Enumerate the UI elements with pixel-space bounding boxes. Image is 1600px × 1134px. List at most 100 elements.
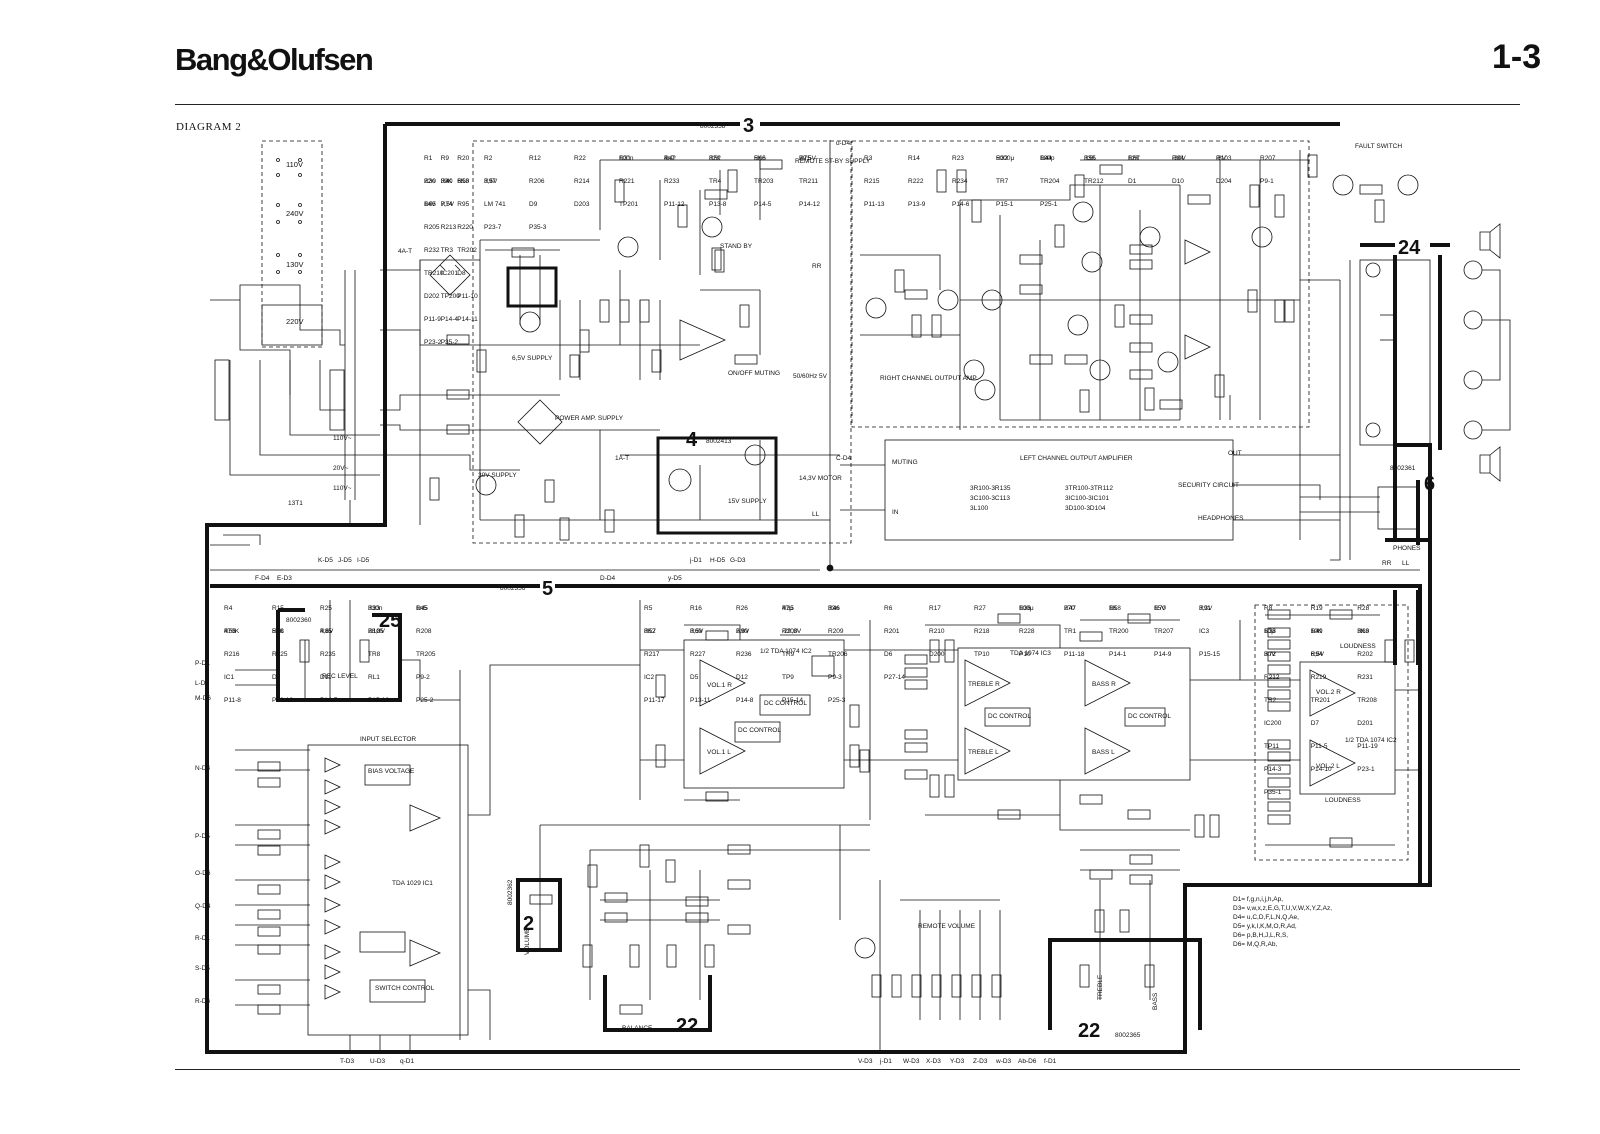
svg-text:20V~: 20V~ <box>333 465 349 472</box>
svg-text:Ab-D6: Ab-D6 <box>1018 1058 1037 1065</box>
board-code: 8002413 <box>706 438 732 445</box>
component-ref: P35-3 <box>529 224 547 231</box>
svg-text:OUT: OUT <box>1228 450 1242 457</box>
right-channel-wiring <box>860 150 1340 540</box>
svg-text:q-D1: q-D1 <box>400 1058 414 1065</box>
component-ref: R16 <box>690 605 702 612</box>
component-ref: R47 <box>1064 605 1076 612</box>
voltage-selector-box <box>261 140 323 348</box>
power-resistors <box>429 159 783 541</box>
svg-text:D4= u,C,D,F,L,N,Q,Ae,: D4= u,C,D,F,L,N,Q,Ae, <box>1233 914 1299 921</box>
component-ref: R219 <box>1311 674 1327 681</box>
component-ref: R22 <box>574 155 586 162</box>
component-ref: P9-1 <box>1260 178 1274 185</box>
svg-text:4A-T: 4A-T <box>398 248 412 255</box>
voltage-tap-circles <box>276 158 302 274</box>
component-ref: P35-1 <box>1264 789 1282 796</box>
svg-text:U-D3: U-D3 <box>370 1058 386 1065</box>
svg-text:N-D4: N-D4 <box>195 765 211 772</box>
component-ref: R36 <box>1019 605 1031 612</box>
board-2-outline <box>516 878 562 952</box>
component-ref: R227 <box>690 651 706 658</box>
board-3-outline <box>205 122 1432 1054</box>
component-ref: R46 <box>828 605 840 612</box>
component-value: 5K6 <box>754 155 766 162</box>
svg-text:REC LEVEL: REC LEVEL <box>322 673 358 680</box>
svg-text:P-D1: P-D1 <box>195 660 210 667</box>
svg-text:DC CONTROL: DC CONTROL <box>988 713 1031 720</box>
component-value: 8K2 <box>644 628 656 635</box>
svg-text:W-D3: W-D3 <box>903 1058 920 1065</box>
component-ref: R236 <box>736 651 752 658</box>
tr2-transistor <box>617 236 639 258</box>
svg-text:DC CONTROL: DC CONTROL <box>738 727 781 734</box>
component-ref: R209 <box>828 628 844 635</box>
component-ref: R217 <box>644 651 660 658</box>
component-value: 2,8V <box>736 628 750 635</box>
component-value: 330n <box>368 605 383 612</box>
component-ref: P13-9 <box>908 201 926 208</box>
svg-text:y-D5: y-D5 <box>668 575 682 582</box>
component-ref: P23-7 <box>484 224 502 231</box>
component-ref: R218 <box>974 628 990 635</box>
component-ref: R66 <box>754 155 766 162</box>
board-code: 8002365 <box>1115 1032 1141 1039</box>
svg-text:C-D4: C-D4 <box>836 455 852 462</box>
component-ref: P11-19 <box>1357 743 1378 750</box>
vol2-resistors <box>1267 609 1415 848</box>
component-ref: R28 <box>1357 605 1369 612</box>
component-ref: R235 <box>320 651 336 658</box>
component-ref: TP11 <box>1264 743 1279 750</box>
component-ref: R215 <box>864 178 880 185</box>
svg-text:HEADPHONES: HEADPHONES <box>1198 515 1244 522</box>
board-number: 5 <box>542 578 553 600</box>
svg-text:Y-D3: Y-D3 <box>950 1058 965 1065</box>
board-number: 4 <box>686 429 698 451</box>
component-ref: IC3 <box>1199 628 1210 635</box>
component-value: 28,8V <box>368 628 386 635</box>
component-ref: R70 <box>1154 605 1166 612</box>
component-ref: R23 <box>952 155 964 162</box>
component-ref: P14-4 <box>441 316 459 323</box>
component-value: -30V <box>1172 155 1186 162</box>
svg-text:ON/OFF MUTING: ON/OFF MUTING <box>728 370 780 377</box>
component-ref: R9 <box>441 155 450 162</box>
svg-text:6,5V SUPPLY: 6,5V SUPPLY <box>512 355 553 362</box>
component-ref: TR208 <box>1357 697 1377 704</box>
svg-text:K-D5: K-D5 <box>318 557 333 564</box>
component-ref: P15-13 <box>368 697 389 704</box>
svg-text:1/2 TDA 1074 IC2: 1/2 TDA 1074 IC2 <box>760 648 812 655</box>
component-value: 22n <box>424 178 435 185</box>
board-number: 2 <box>523 913 534 935</box>
component-value: 10K <box>1311 628 1323 635</box>
svg-text:15V SUPPLY: 15V SUPPLY <box>728 498 767 505</box>
svg-text:BASS R: BASS R <box>1092 681 1116 688</box>
board-number: 24 <box>1398 237 1421 259</box>
footer-rule <box>175 1069 1520 1070</box>
component-ref: R57 <box>644 628 656 635</box>
component-value: -29,3V <box>782 628 802 635</box>
svg-text:TREBLE: TREBLE <box>1097 974 1104 1000</box>
component-ref: TR1 <box>1064 628 1077 635</box>
bridge-rectifier-power <box>517 399 563 445</box>
component-ref: D9 <box>529 201 538 208</box>
component-ref: R97 <box>484 178 496 185</box>
component-ref: RL1 <box>368 674 380 681</box>
vol2-amps <box>1309 669 1356 787</box>
tr3-transistor <box>701 216 723 238</box>
component-value: 30V <box>1264 651 1276 658</box>
ic1-opamp <box>679 319 726 361</box>
component-ref: R201 <box>884 628 900 635</box>
svg-text:f-D1: f-D1 <box>1044 1058 1057 1065</box>
component-ref: R27 <box>974 605 986 612</box>
component-ref: R35 <box>782 605 794 612</box>
bridge-rectifier-top <box>429 254 471 296</box>
component-value: 33K <box>1084 155 1096 162</box>
board-code: 8002362 <box>507 879 514 905</box>
component-ref: TP10 <box>974 651 990 658</box>
component-ref: P11-5 <box>1311 743 1328 750</box>
svg-text:1A-T: 1A-T <box>615 455 629 462</box>
tr1-transistor <box>519 311 541 333</box>
